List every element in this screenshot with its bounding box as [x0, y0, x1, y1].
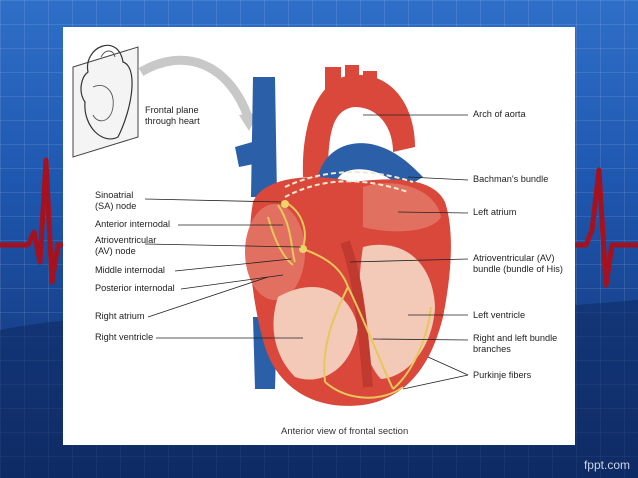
label-frontal-plane-line1: Frontal plane — [145, 105, 199, 115]
label-frontal-plane-line2: through heart — [145, 116, 200, 126]
label-bachmans-bundle: Bachman's bundle — [473, 174, 549, 184]
label-anterior-internodal: Anterior internodal — [95, 219, 171, 229]
aorta-branch-1 — [325, 67, 341, 97]
right-bundle-branch — [323, 286, 349, 383]
label-av-node: Atrioventricular (AV) node — [95, 235, 156, 257]
label-sa-node-line2: (SA) node — [95, 201, 137, 211]
plane-arrow — [138, 55, 253, 119]
label-av-bundle: Atrioventricular (AV) bundle (bundle of … — [473, 253, 563, 275]
label-sa-node: Sinoatrial (SA) node — [95, 190, 136, 212]
label-posterior-internodal: Posterior internodal — [95, 283, 175, 293]
superior-vena-cava — [251, 77, 277, 197]
left-atrium-shape — [363, 183, 441, 232]
heart-diagram — [72, 44, 469, 406]
left-bundle-branch — [347, 286, 394, 390]
label-bundle-branches: Right and left bundle branches — [473, 333, 557, 355]
av-node — [299, 245, 307, 253]
internodal-paths — [267, 204, 296, 266]
diagram-panel: Frontal plane through heart Arch of aort… — [63, 27, 575, 445]
sa-node — [281, 200, 289, 208]
leader-lines — [144, 114, 469, 390]
label-left-atrium: Left atrium — [473, 207, 517, 217]
his-bundle-path — [302, 248, 349, 288]
aorta-branch-2 — [345, 65, 359, 93]
aortic-arch — [302, 74, 415, 177]
conduction-system — [267, 171, 432, 399]
sa-node-path — [284, 201, 306, 248]
label-arch-of-aorta: Arch of aorta — [473, 109, 526, 119]
aorta-branch-3 — [363, 71, 377, 97]
label-av-bundle-line1: Atrioventricular (AV) — [473, 253, 555, 263]
label-left-ventricle: Left ventricle — [473, 310, 526, 320]
bachmans-bundle-path-2 — [284, 171, 414, 188]
label-av-bundle-line2: bundle (bundle of His) — [473, 264, 563, 274]
left-ventricle-shape — [359, 244, 435, 379]
label-right-atrium: Right atrium — [95, 311, 145, 321]
ecg-trace-right — [575, 167, 638, 288]
label-right-ventricle: Right ventricle — [95, 332, 154, 342]
ecg-trace-left — [0, 157, 63, 285]
label-sa-node-line1: Sinoatrial — [95, 190, 134, 200]
label-bundle-branches-line2: branches — [473, 344, 511, 354]
diagram-caption: Anterior view of frontal section — [281, 426, 409, 437]
frontal-plane-thumbnail — [72, 44, 139, 158]
right-atrium-shape — [245, 204, 305, 300]
pulmonary-trunk — [318, 143, 423, 199]
label-purkinje-fibers: Purkinje fibers — [473, 370, 532, 380]
label-bundle-branches-line1: Right and left bundle — [473, 333, 558, 343]
label-av-node-line2: (AV) node — [95, 246, 136, 256]
watermark: fppt.com — [583, 458, 630, 472]
septum — [340, 240, 373, 388]
label-frontal-plane: Frontal plane through heart — [145, 105, 200, 127]
purkinje-path — [324, 306, 432, 399]
label-middle-internodal: Middle internodal — [95, 265, 165, 275]
label-av-node-line1: Atrioventricular — [95, 235, 157, 245]
pulmonary-artery-left — [235, 139, 268, 167]
